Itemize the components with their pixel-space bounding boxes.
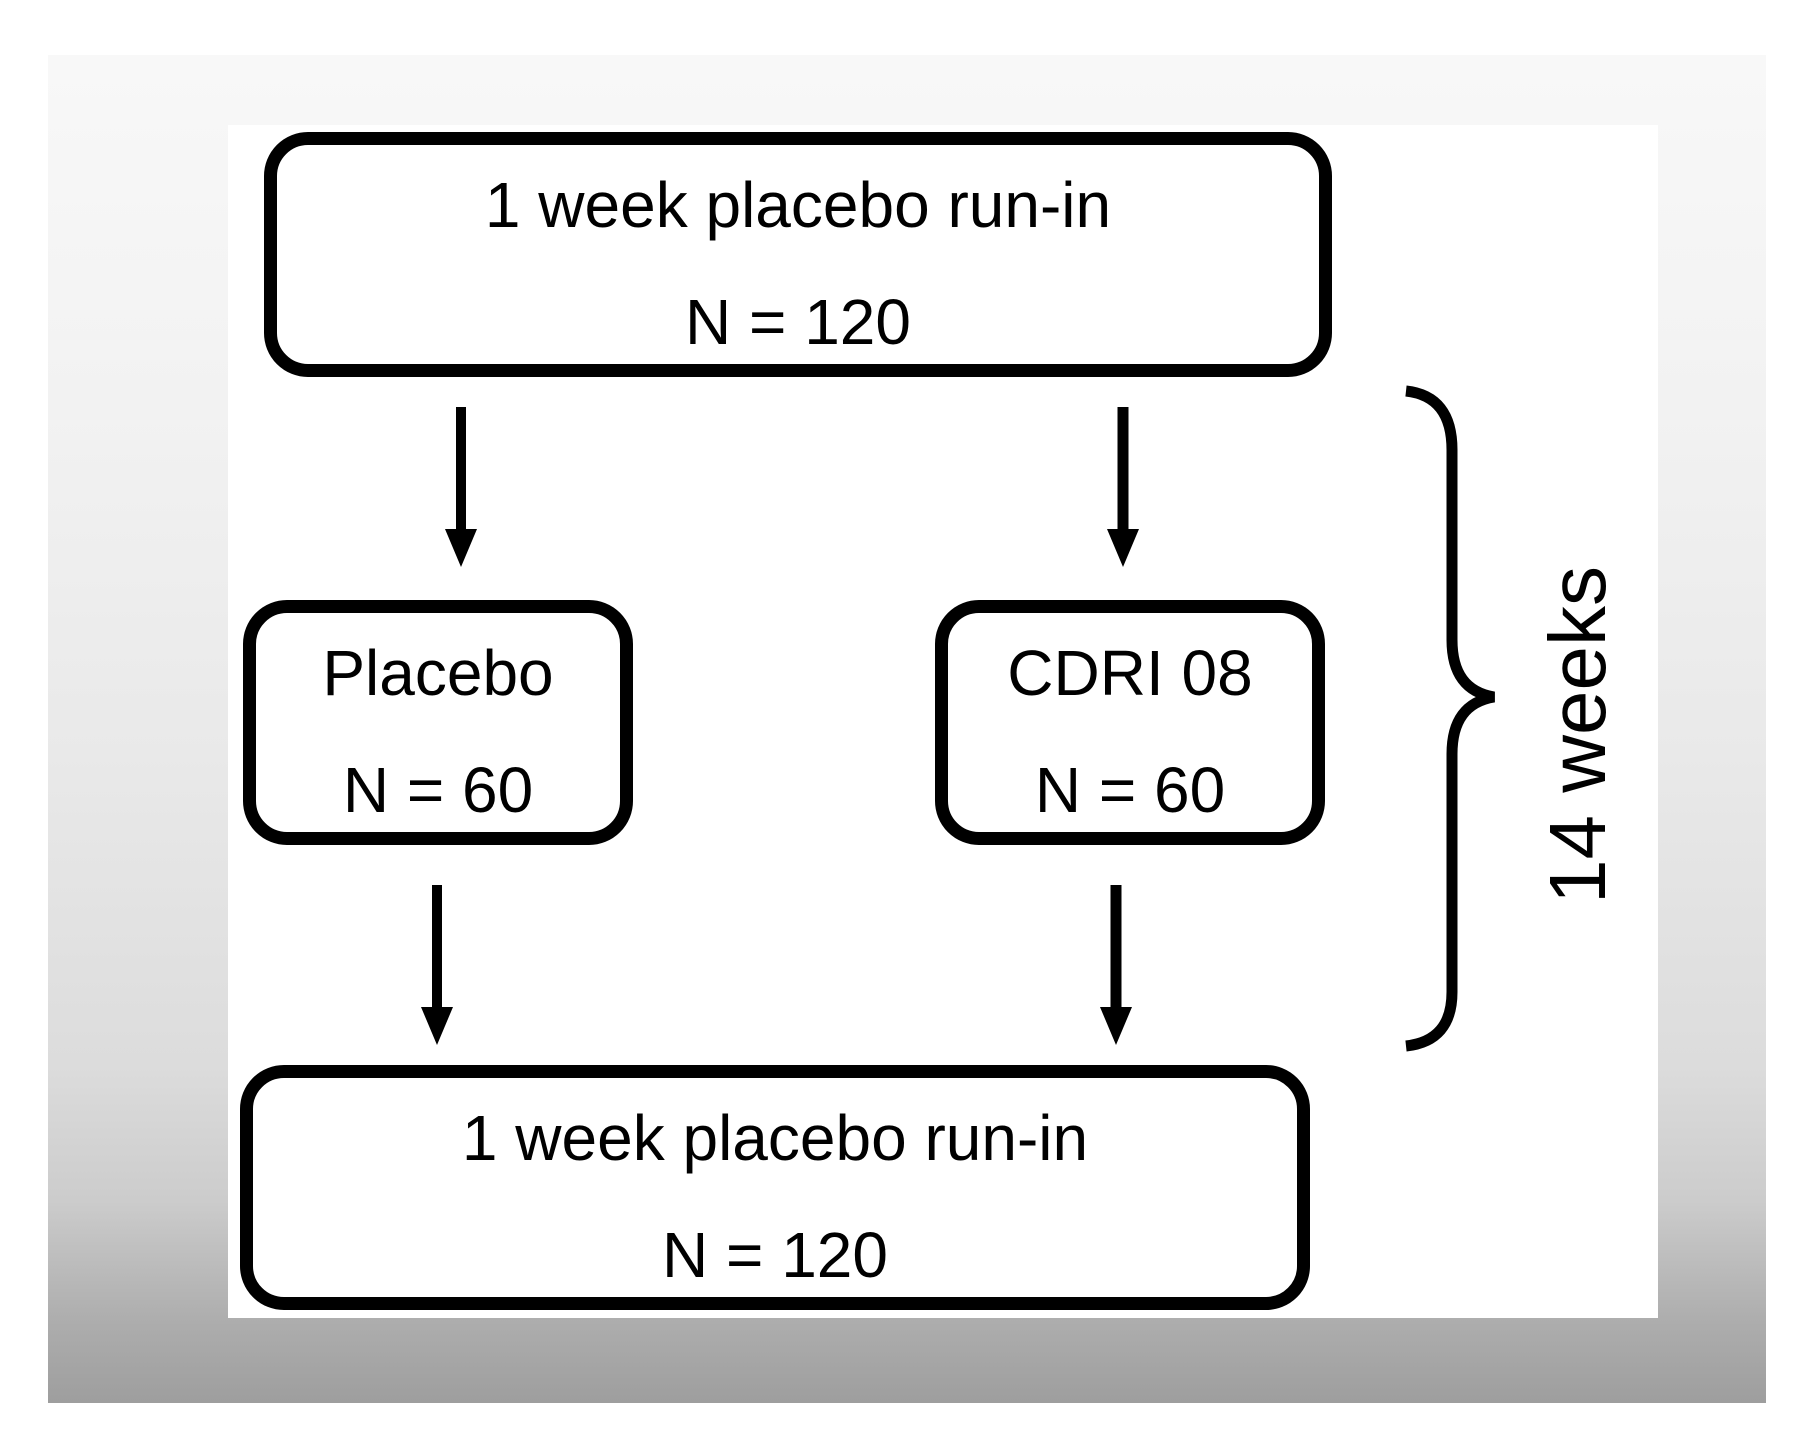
placebo-arm-box: Placebo N = 60 [243, 600, 633, 845]
placebo-arm-count: N = 60 [342, 754, 534, 826]
runin-box-top: 1 week placebo run-in N = 120 [264, 132, 1332, 377]
runin-box-bottom: 1 week placebo run-in N = 120 [240, 1065, 1310, 1310]
cdri08-arm-box: CDRI 08 N = 60 [935, 600, 1325, 845]
duration-label: 14 weeks [1533, 566, 1622, 904]
arrow-cdri-to-runin [1100, 885, 1132, 1045]
runin-box-top-count: N = 120 [685, 286, 911, 358]
runin-box-bottom-count: N = 120 [662, 1219, 888, 1291]
placebo-arm-label: Placebo [322, 637, 554, 709]
cdri08-arm-label: CDRI 08 [1007, 637, 1253, 709]
runin-box-top-label: 1 week placebo run-in [484, 169, 1112, 241]
curly-brace-icon [1405, 385, 1496, 1052]
arrow-top-to-cdri [1107, 407, 1139, 567]
cdri08-arm-count: N = 60 [1034, 754, 1226, 826]
arrow-top-to-placebo [445, 407, 477, 567]
arrow-placebo-to-runin [421, 885, 453, 1045]
runin-box-bottom-label: 1 week placebo run-in [461, 1102, 1089, 1174]
